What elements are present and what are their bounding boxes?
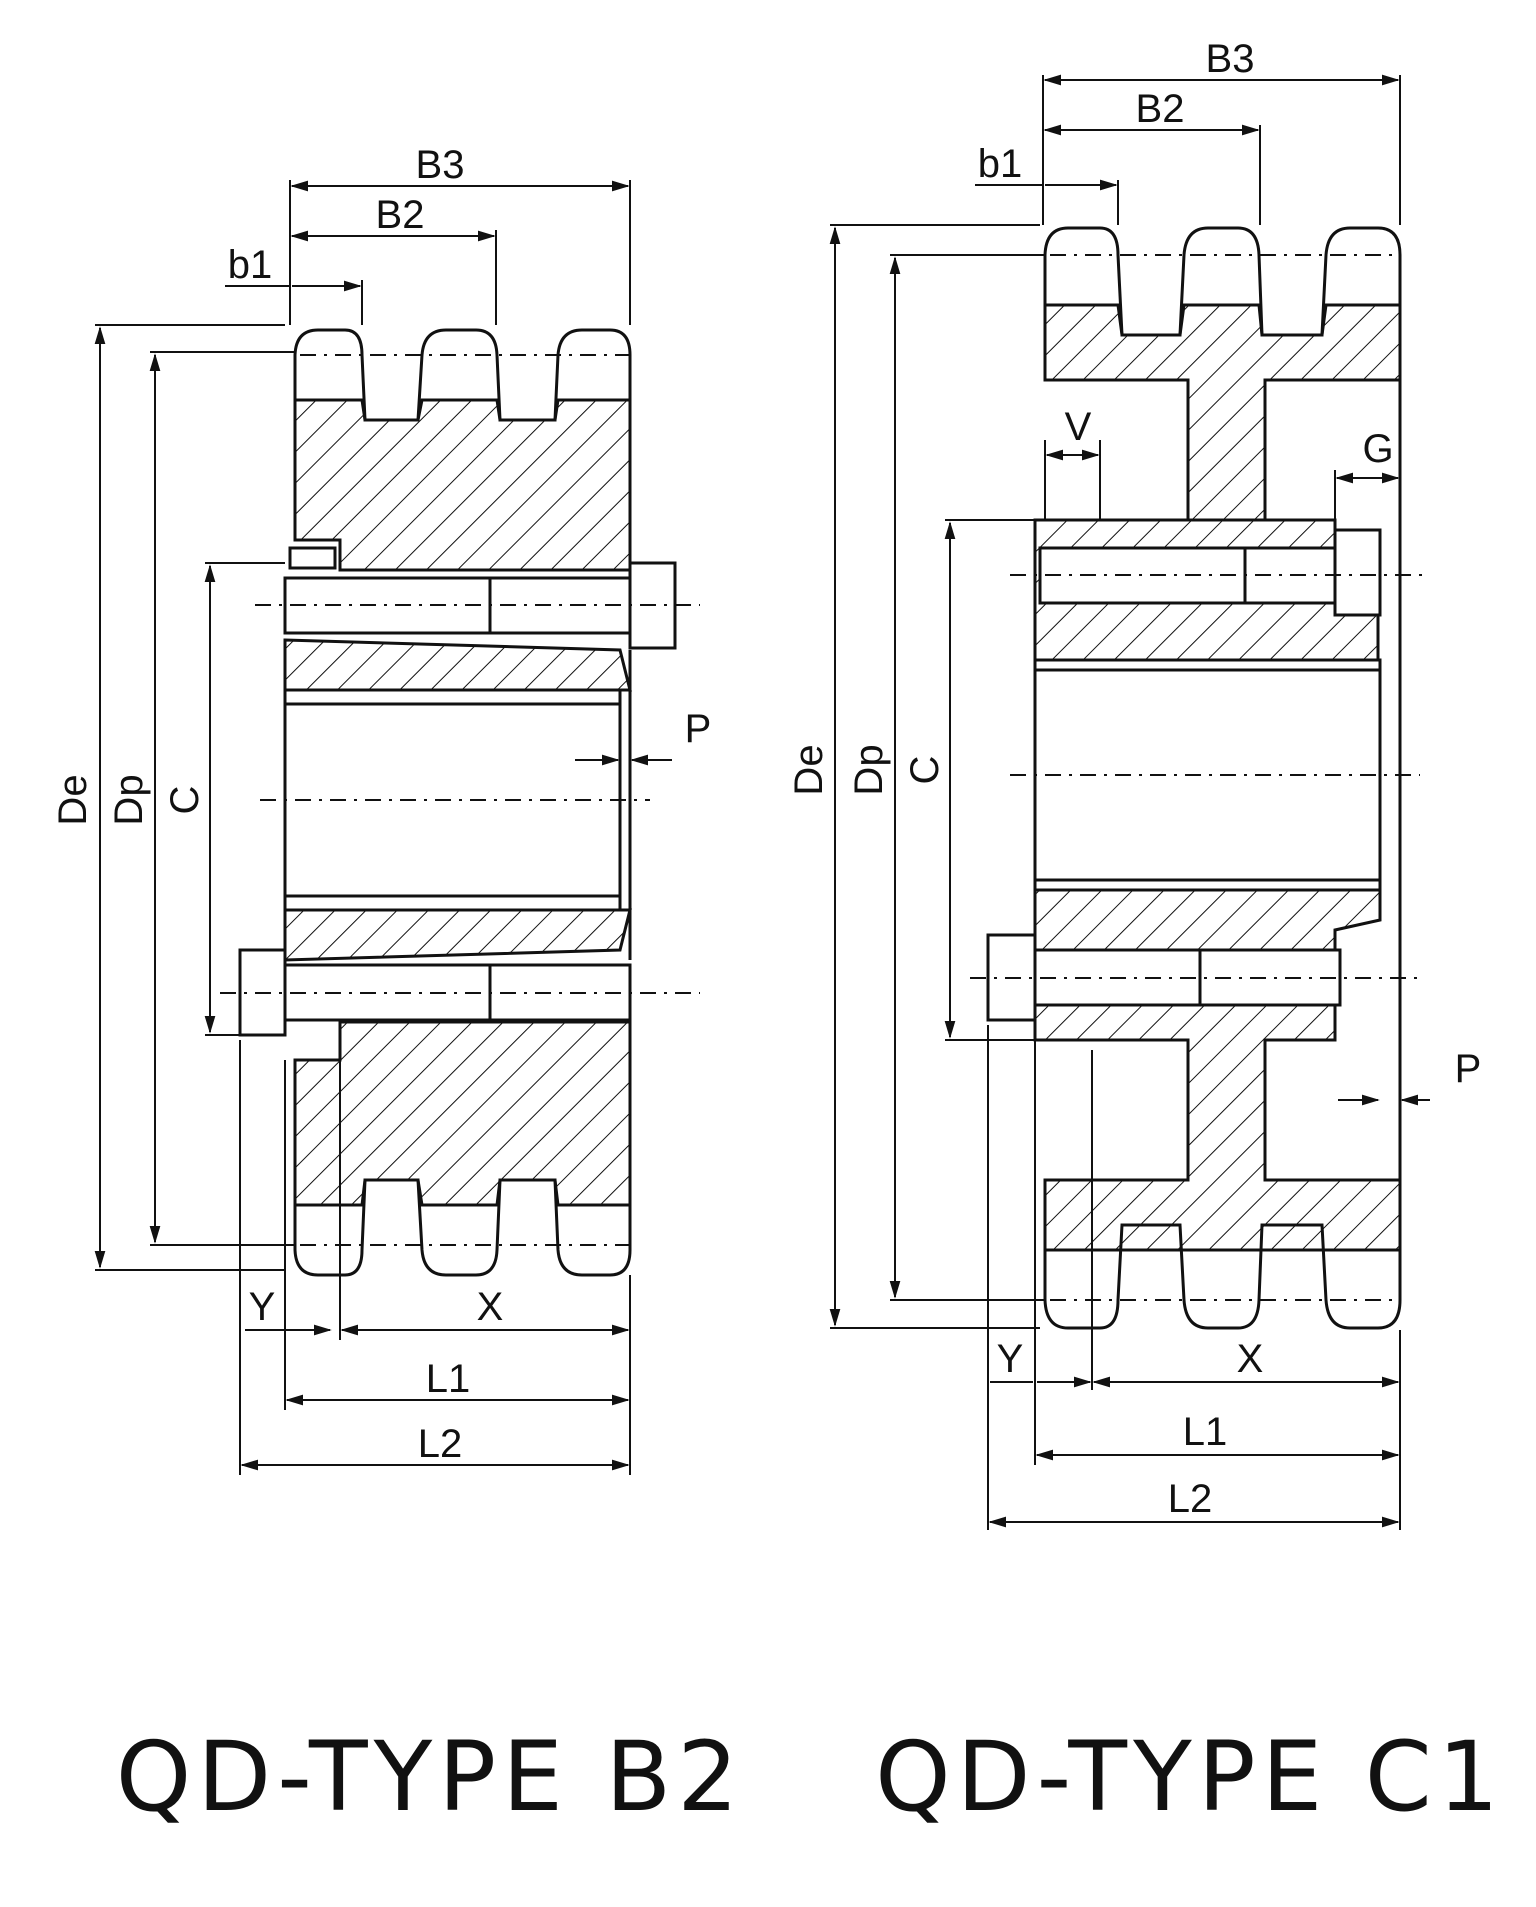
c1-label-b2: B2 (1136, 87, 1185, 131)
c1-bottom-grooves (1043, 1223, 1402, 1330)
b2-label-l1: L1 (426, 1357, 471, 1401)
title-b2: QD-TYPE B2 (116, 1721, 745, 1833)
c1-top-rim (1043, 303, 1402, 522)
b2-top-grooves (293, 328, 632, 422)
b2-bushing-bottom (283, 908, 632, 962)
diagram-b2: B3 B2 b1 De Dp C P Y X L1 L2 (51, 143, 711, 1475)
b2-label-x: X (477, 1285, 504, 1329)
b2-bore-bottom-edge (283, 894, 622, 912)
b2-bottom-body (293, 1020, 632, 1207)
c1-label-x: X (1237, 1337, 1264, 1381)
b2-label-l2: L2 (418, 1422, 463, 1466)
b2-label-de: De (51, 774, 95, 825)
c1-label-g: G (1362, 427, 1393, 471)
title-c1: QD-TYPE C1 (875, 1721, 1505, 1833)
b2-label-b2: B2 (376, 193, 425, 237)
c1-bottom-hub (1033, 888, 1402, 1252)
c1-label-b1: b1 (978, 142, 1023, 186)
diagram-c1: B3 B2 b1 V G De Dp C P (787, 37, 1481, 1530)
c1-label-de: De (787, 744, 831, 795)
b2-top-body (293, 398, 632, 572)
b2-label-dp: Dp (107, 774, 151, 825)
b2-label-p: P (685, 707, 712, 751)
b2-bushing-top (283, 638, 632, 692)
c1-label-l2: L2 (1168, 1477, 1213, 1521)
c1-label-c: C (903, 756, 947, 785)
b2-label-c: C (163, 786, 207, 815)
c1-label-l1: L1 (1183, 1410, 1228, 1454)
b2-label-y: Y (249, 1285, 276, 1329)
c1-label-dp: Dp (847, 744, 891, 795)
c1-label-p: P (1455, 1047, 1482, 1091)
c1-label-v: V (1065, 405, 1092, 449)
b2-label-b1: b1 (228, 243, 273, 287)
b2-label-b3: B3 (416, 143, 465, 187)
c1-screw-top-head (1333, 528, 1382, 617)
c1-top-grooves (1043, 226, 1402, 337)
c1-label-b3: B3 (1206, 37, 1255, 81)
c1-label-y: Y (997, 1337, 1024, 1381)
b2-bore-top-edge (283, 688, 622, 706)
